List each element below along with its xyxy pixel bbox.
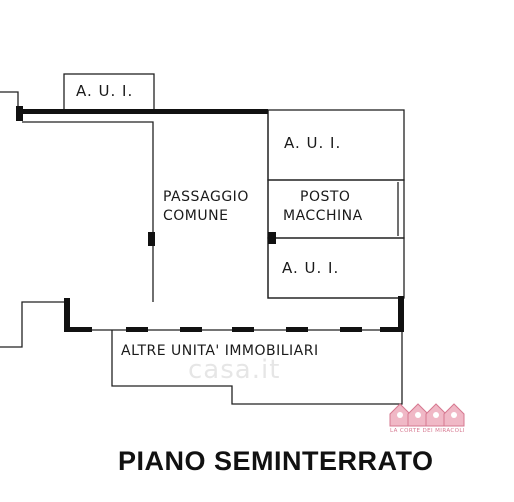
logo-houses-icon — [389, 403, 465, 427]
page-title: PIANO SEMINTERRATO — [118, 446, 434, 476]
wall-left-bottom — [0, 301, 66, 348]
wall-passaggio-left — [22, 121, 154, 302]
wall-left-top — [0, 91, 19, 112]
label-posto-line1: POSTO — [300, 189, 351, 205]
label-passaggio-line2: COMUNE — [163, 208, 229, 224]
label-posto-line2: MACCHINA — [283, 208, 363, 224]
logo-text: LA CORTE DEI MIRACOLI — [390, 428, 465, 434]
label-aui-right-top: A. U. I. — [284, 134, 342, 152]
thick-walls — [16, 106, 404, 332]
room-altre-unita — [111, 330, 403, 405]
label-aui-right-bottom: A. U. I. — [282, 259, 340, 277]
label-altre-unita: ALTRE UNITA' IMMOBILIARI — [121, 343, 319, 359]
watermark: casa.it — [188, 355, 281, 385]
label-passaggio-line1: PASSAGGIO — [163, 189, 249, 205]
label-aui-top: A. U. I. — [76, 82, 134, 100]
room-aui-right-bottom — [267, 237, 405, 299]
